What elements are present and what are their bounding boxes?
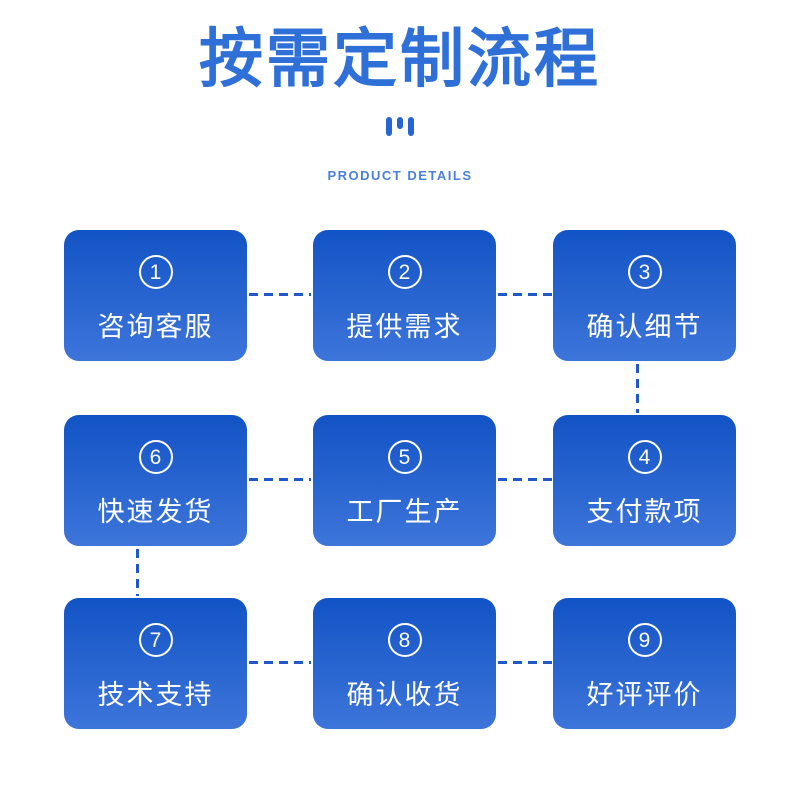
step-box-6: 6 快速发货 (64, 415, 247, 546)
section-subtitle: PRODUCT DETAILS (327, 168, 473, 183)
connector-step4-step5 (498, 478, 553, 481)
connector-step2-step3 (498, 293, 553, 296)
step-number-badge: 8 (387, 623, 422, 657)
step-label: 技术支持 (97, 680, 214, 710)
step-label: 提供需求 (346, 312, 463, 342)
three-bars-icon (0, 117, 800, 137)
step-number-badge: 4 (627, 440, 662, 474)
connector-step3-step4 (636, 364, 639, 413)
connector-step1-step2 (249, 293, 311, 296)
step-label: 支付款项 (586, 497, 703, 527)
step-number-badge: 7 (138, 623, 173, 657)
step-label: 确认收货 (346, 680, 463, 710)
bar-middle (397, 117, 403, 129)
connector-step6-step7 (136, 549, 139, 596)
step-label: 确认细节 (586, 312, 703, 342)
step-label: 快速发货 (97, 497, 214, 527)
step-label: 工厂生产 (346, 497, 463, 527)
step-box-4: 4 支付款项 (553, 415, 736, 546)
connector-step5-step6 (249, 478, 311, 481)
connector-step7-step8 (249, 661, 311, 664)
step-box-9: 9 好评评价 (553, 598, 736, 729)
step-box-8: 8 确认收货 (313, 598, 496, 729)
step-box-3: 3 确认细节 (553, 230, 736, 361)
step-box-1: 1 咨询客服 (64, 230, 247, 361)
bar-left (386, 117, 392, 136)
step-box-7: 7 技术支持 (64, 598, 247, 729)
step-number-badge: 1 (138, 255, 173, 289)
bar-right (408, 117, 414, 136)
step-number-badge: 5 (387, 440, 422, 474)
step-label: 好评评价 (586, 680, 703, 710)
step-number-badge: 3 (627, 255, 662, 289)
step-number-badge: 6 (138, 440, 173, 474)
step-number-badge: 9 (627, 623, 662, 657)
step-label: 咨询客服 (97, 312, 214, 342)
step-box-5: 5 工厂生产 (313, 415, 496, 546)
step-number-badge: 2 (387, 255, 422, 289)
connector-step8-step9 (498, 661, 553, 664)
section-title: 按需定制流程 (199, 23, 601, 95)
step-box-2: 2 提供需求 (313, 230, 496, 361)
